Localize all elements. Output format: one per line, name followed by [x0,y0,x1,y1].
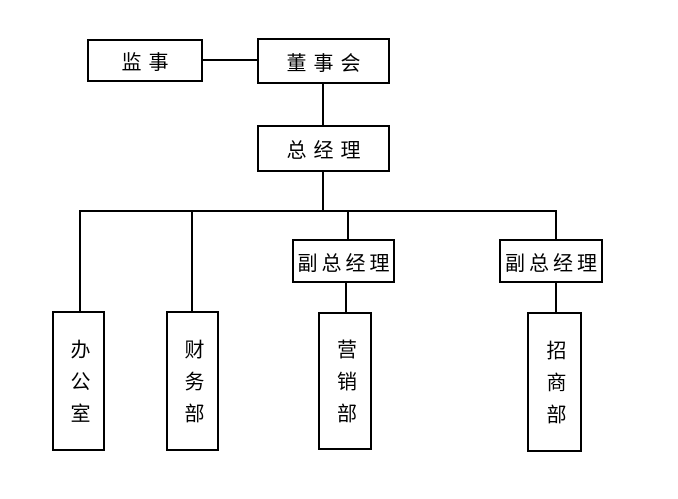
node-marketing-dept: 营销部 [318,312,372,450]
connector-distribution-bus [79,210,557,212]
node-deputy-gm-right-label: 副总经理 [505,252,601,275]
node-board-of-directors: 董事会 [257,38,390,84]
node-office: 办公室 [52,311,105,451]
node-marketing-dept-label: 营销部 [333,339,356,435]
connector-bus-deputy-gm-right [555,210,557,239]
node-general-manager: 总经理 [257,125,390,172]
node-board-of-directors-label: 董事会 [286,52,368,75]
connector-deputy-gm-left-marketing [345,283,347,312]
node-deputy-gm-left: 副总经理 [292,239,395,283]
node-supervisor: 监事 [87,39,203,82]
connector-general-manager-bus [322,172,324,210]
connector-bus-deputy-gm-left [347,210,349,239]
connector-bus-finance-dept [191,210,193,311]
node-finance-dept: 财务部 [166,311,219,451]
connector-supervisor-board [203,59,257,61]
connector-deputy-gm-right-investment [555,283,557,312]
connector-bus-office [79,210,81,311]
node-investment-dept-label: 招商部 [543,340,565,436]
node-investment-dept: 招商部 [527,312,582,452]
node-general-manager-label: 总经理 [286,140,368,162]
connector-board-general-manager [322,84,324,125]
node-office-label: 办公室 [67,339,89,435]
node-finance-dept-label: 财务部 [181,339,203,435]
node-deputy-gm-right: 副总经理 [499,239,603,283]
node-supervisor-label: 监事 [121,52,176,74]
node-deputy-gm-left-label: 副总经理 [297,252,394,275]
